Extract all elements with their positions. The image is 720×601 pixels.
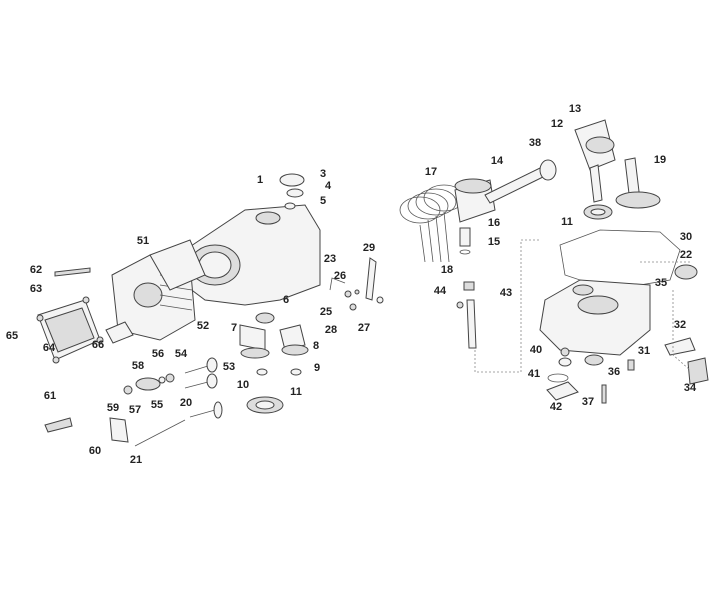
callout-28: 28	[324, 324, 338, 336]
callout-35: 35	[654, 277, 668, 289]
crankcase-gasket	[559, 229, 681, 291]
head-bolt	[54, 267, 91, 277]
callout-36: 36	[607, 366, 621, 378]
callout-65: 65	[5, 330, 19, 342]
piston-rings	[399, 184, 465, 263]
callout-13: 13	[568, 103, 582, 115]
governor-lever	[365, 257, 377, 301]
valve-cover	[36, 296, 104, 364]
callout-30: 30	[679, 231, 693, 243]
callout-21: 21	[129, 454, 143, 466]
callout-44: 44	[433, 285, 447, 297]
callout-19: 19	[653, 154, 667, 166]
valve-train	[44, 357, 223, 447]
crankcase-sump	[539, 279, 651, 356]
callout-29: 29	[362, 242, 376, 254]
callout-9: 9	[313, 362, 321, 374]
callout-27: 27	[357, 322, 371, 334]
camshaft-parts	[239, 312, 309, 414]
callout-3: 3	[319, 168, 327, 180]
dipstick-tube	[466, 299, 477, 349]
callout-53: 53	[222, 361, 236, 373]
head-gasket	[149, 239, 206, 291]
callout-10: 10	[236, 379, 250, 391]
callout-22: 22	[679, 249, 693, 261]
callout-60: 60	[88, 445, 102, 457]
crankshaft	[574, 119, 616, 203]
manifold-gasket	[105, 321, 134, 344]
callout-34: 34	[683, 382, 697, 394]
callout-6: 6	[282, 294, 290, 306]
callout-66: 66	[91, 339, 105, 351]
callout-56: 56	[151, 348, 165, 360]
callout-20: 20	[179, 397, 193, 409]
callout-62: 62	[29, 264, 43, 276]
oil-pump	[674, 264, 698, 280]
callout-26: 26	[333, 270, 347, 282]
callout-37: 37	[581, 396, 595, 408]
callout-5: 5	[319, 195, 327, 207]
governor-link	[329, 277, 346, 291]
callout-12: 12	[550, 118, 564, 130]
callout-40: 40	[529, 344, 543, 356]
callout-55: 55	[150, 399, 164, 411]
callout-15: 15	[487, 236, 501, 248]
piston-pin	[459, 227, 471, 247]
callout-11b: 11	[561, 216, 573, 228]
callout-11: 11	[290, 386, 302, 398]
callout-63: 63	[29, 283, 43, 295]
callout-23: 23	[323, 253, 337, 265]
callout-58: 58	[131, 360, 145, 372]
callout-51: 51	[136, 235, 150, 247]
callout-61: 61	[43, 390, 57, 402]
callout-8: 8	[312, 340, 320, 352]
engine-block	[184, 204, 321, 306]
callout-7: 7	[230, 322, 238, 334]
camshaft-gear	[615, 157, 661, 209]
callout-16: 16	[487, 217, 501, 229]
callout-38: 38	[528, 137, 542, 149]
callout-59: 59	[106, 402, 120, 414]
callout-54: 54	[174, 348, 188, 360]
callout-4: 4	[324, 180, 332, 192]
callout-32: 32	[673, 319, 687, 331]
callout-43: 43	[499, 287, 513, 299]
callout-41: 41	[527, 368, 541, 380]
callout-64: 64	[42, 342, 56, 354]
callout-52: 52	[196, 320, 210, 332]
callout-1: 1	[256, 174, 264, 186]
callout-17: 17	[424, 166, 438, 178]
connecting-rod	[484, 167, 546, 204]
callout-18: 18	[440, 264, 454, 276]
callout-31: 31	[637, 345, 651, 357]
callout-25: 25	[319, 306, 333, 318]
callout-57: 57	[128, 404, 142, 416]
callout-42: 42	[549, 401, 563, 413]
callout-14: 14	[490, 155, 504, 167]
